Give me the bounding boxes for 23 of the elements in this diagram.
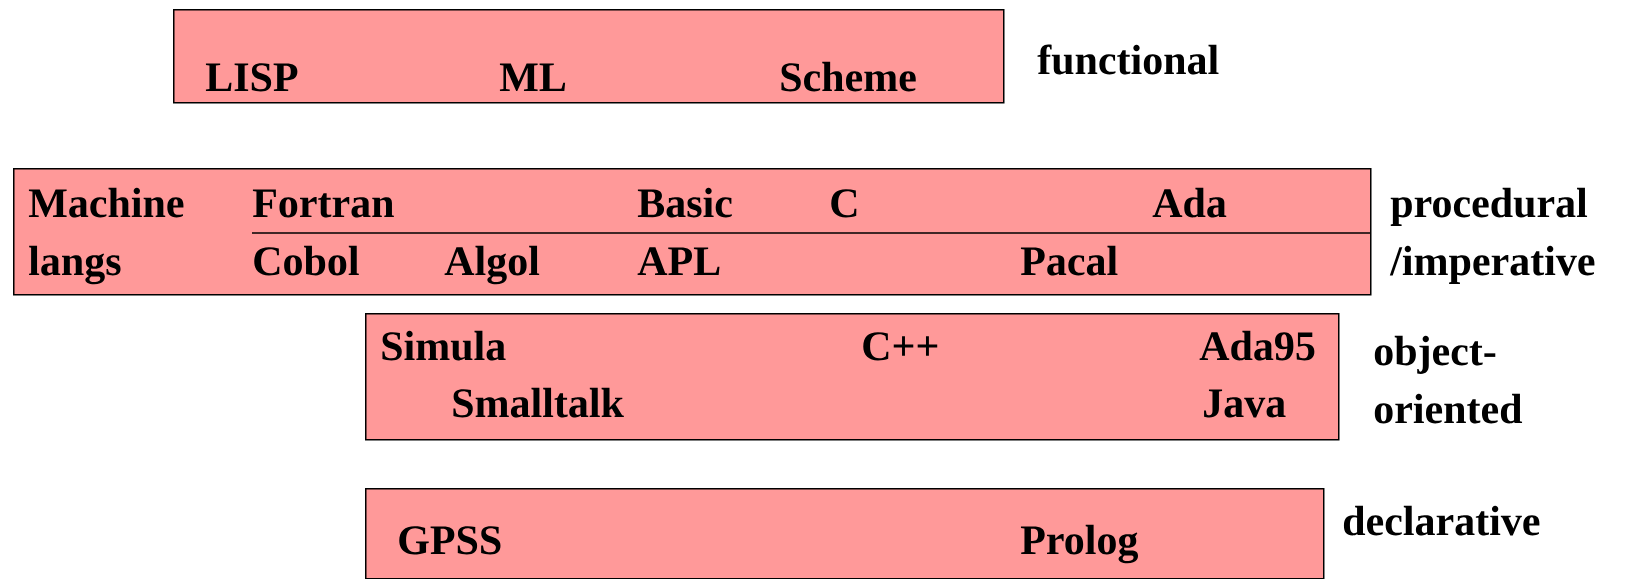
language-label: Java [1204, 389, 1286, 418]
language-label: GPSS [399, 526, 501, 555]
language-label: Cobol [254, 245, 359, 276]
language-label: Ada [1152, 187, 1227, 218]
language-label: Pacal [1020, 245, 1118, 276]
category-label: declarative [1343, 505, 1540, 536]
language-label: Algol [444, 245, 540, 285]
language-label: Scheme [781, 61, 916, 92]
language-label: Basic [637, 187, 732, 218]
language-label: C [831, 189, 857, 218]
language-label: APL [637, 247, 720, 275]
language-label: Prolog [1020, 524, 1139, 564]
language-label: Machine langs [28, 187, 184, 285]
category-label: procedural /imperative [1389, 187, 1595, 284]
language-label: Smalltalk [453, 387, 624, 418]
category-label: functional [1037, 44, 1219, 75]
language-label: LISP [205, 63, 298, 92]
language-label: Ada95 [1199, 330, 1315, 361]
language-label: ML [499, 63, 566, 91]
language-label: C++ [863, 332, 938, 361]
category-label: object-oriented [1374, 335, 1523, 424]
language-label: Fortran [252, 189, 394, 218]
language-label: Simula [382, 330, 506, 361]
